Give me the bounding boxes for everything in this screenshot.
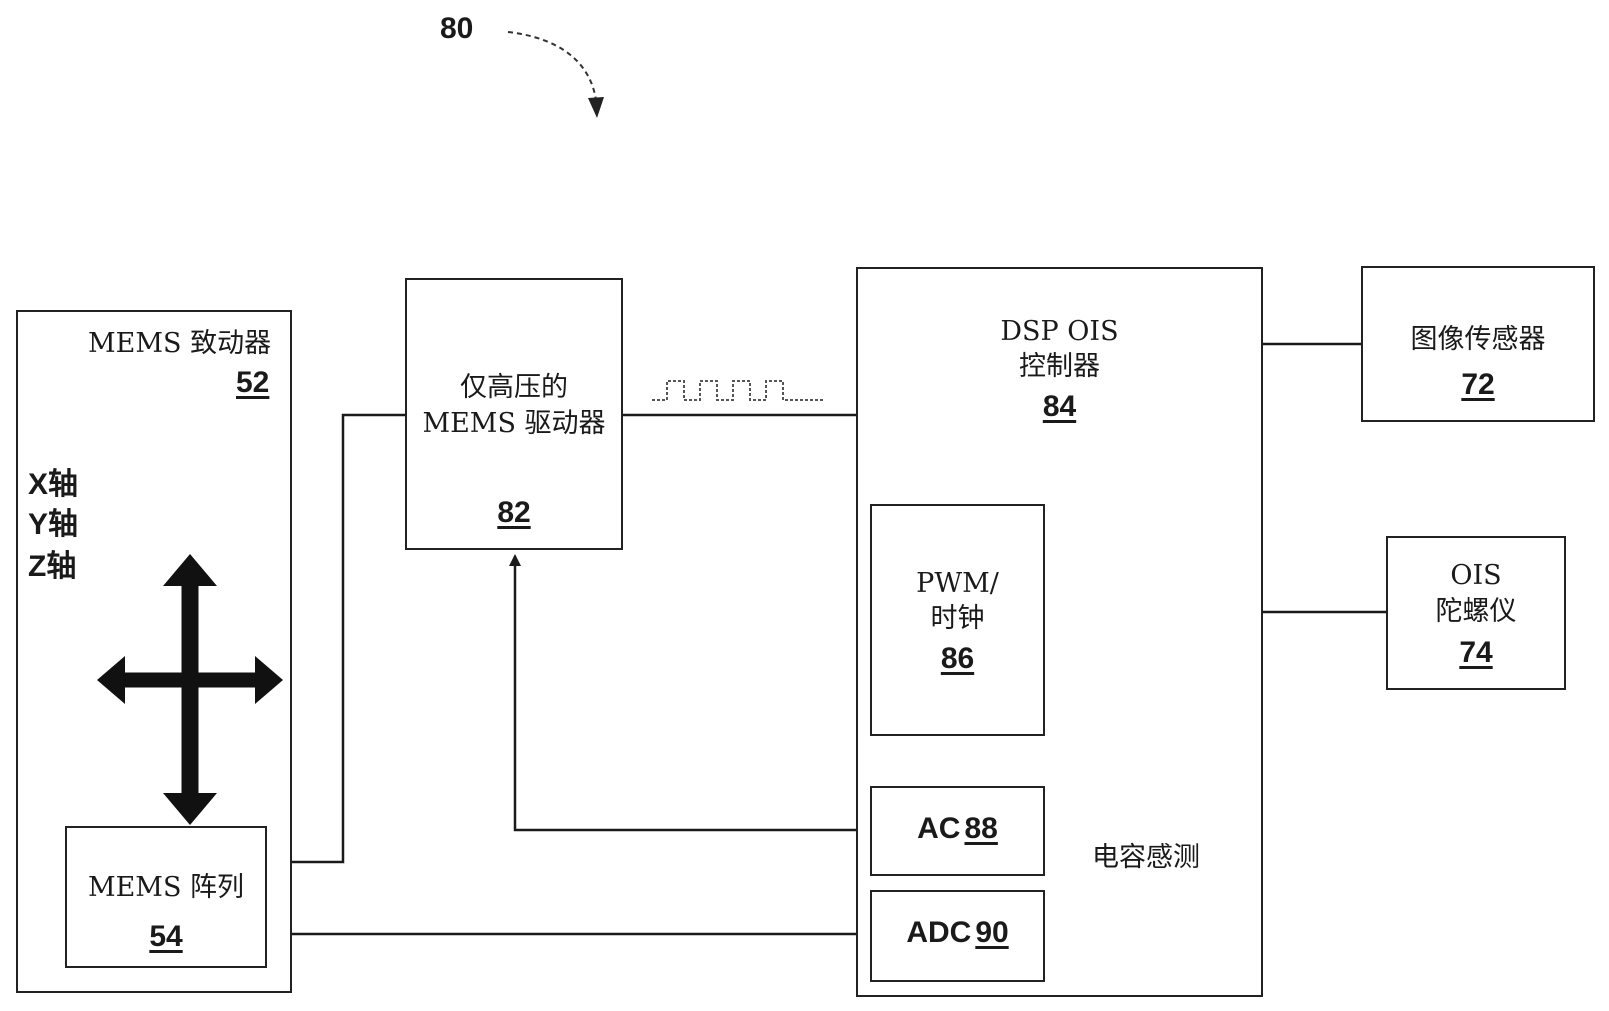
four-way-arrow-icon [97,554,283,825]
ac-title: AC [917,812,961,845]
ac-ref: 88 [964,812,998,845]
ois-gyro-ref: 74 [1459,636,1493,669]
mems-array-title: MEMS 阵列 [87,872,245,903]
ac-label: AC 88 [870,812,1045,847]
pwm-clock-block [870,504,1045,736]
hv-driver-line1: 仅高压的 [460,372,568,403]
figure-ref-arrowhead [588,97,604,118]
figure-number: 80 [440,12,474,45]
adc-block [870,890,1045,982]
image-sensor-block [1361,266,1595,422]
pwm-clock-line2: 时钟 [930,603,985,634]
ac-block [870,786,1045,876]
hv-mems-driver-block [405,278,623,550]
axis-label-z: Z轴 [28,550,77,583]
dsp-ois-line1: DSP OIS [1000,316,1119,347]
image-sensor-title: 图像传感器 [1410,324,1546,355]
adc-label: ADC 90 [870,916,1045,951]
adc-ref: 90 [975,916,1009,949]
capacitive-sensing-label: 电容感测 [1092,842,1200,873]
adc-title: ADC [906,916,972,949]
mems-actuator-title: MEMS 致动器 [88,328,272,359]
image-sensor-ref: 72 [1461,368,1495,401]
ois-gyro-line2: 陀螺仪 [1435,596,1517,627]
ois-gyro-line1: OIS [1450,560,1502,591]
pwm-clock-ref: 86 [940,642,975,675]
hv-driver-ref: 82 [497,496,531,529]
pwm-waveform-icon [652,380,825,401]
mems-actuator-ref: 52 [236,366,270,399]
dsp-ois-line2: 控制器 [1019,351,1100,382]
ois-gyro-block [1386,536,1566,690]
dsp-ois-ref: 84 [1042,390,1077,423]
wire-driver-to-array [274,413,405,868]
axis-label-x: X轴 [28,468,79,501]
figure-ref-arrow [507,31,597,101]
pwm-clock-line1: PWM/ [916,568,999,599]
mems-array-ref: 54 [149,920,183,953]
axis-label-y: Y轴 [28,508,79,541]
hv-driver-line2: MEMS 驱动器 [422,408,606,439]
mems-array-block [65,826,267,968]
wire-ac-to-driver [509,554,870,832]
